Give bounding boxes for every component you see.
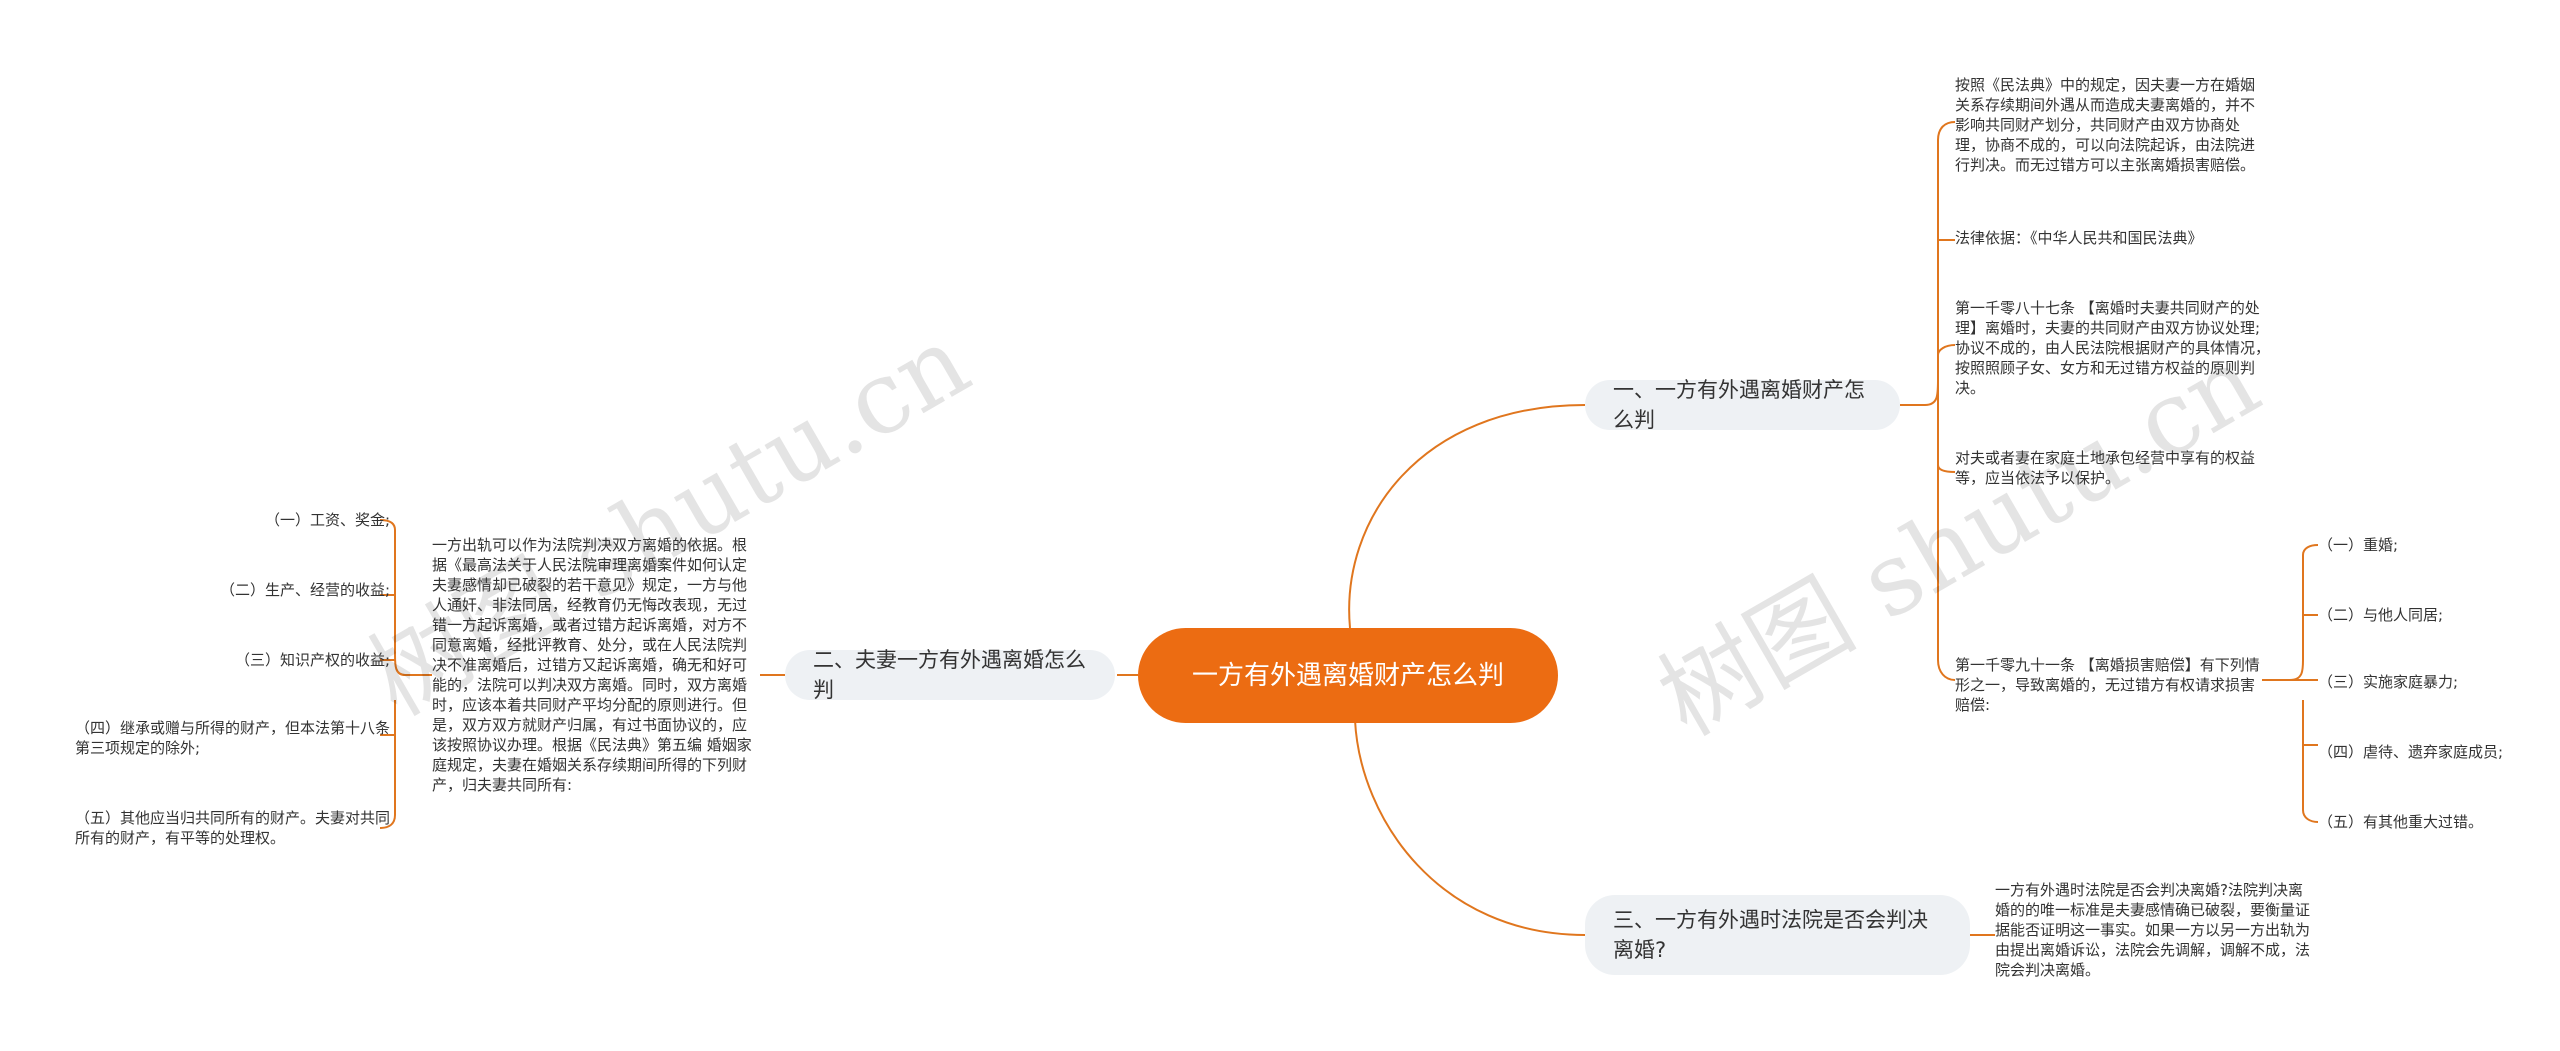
branch-2-topic[interactable]: 二、夫妻一方有外遇离婚怎么判 — [785, 648, 1115, 702]
item-domestic-violence[interactable]: （三）实施家庭暴力; — [2318, 673, 2459, 691]
leaf-civil-code-rule[interactable]: 按照《民法典》中的规定，因夫妻一方在婚姻关系存续期间外遇从而造成夫妻离婚的，并不… — [1955, 76, 2256, 174]
branch-2-label: 二、夫妻一方有外遇离婚怎么判 — [813, 648, 1086, 702]
leaf-legal-basis[interactable]: 法律依据：《中华人民共和国民法典》 — [1955, 229, 2203, 247]
item-abuse-abandonment[interactable]: （四）虐待、遗弃家庭成员; — [2318, 743, 2504, 761]
item-wages-bonus[interactable]: （一）工资、奖金; — [264, 511, 390, 529]
item-production-income[interactable]: （二）生产、经营的收益; — [219, 581, 390, 599]
item-cohabitation[interactable]: （二）与他人同居; — [2318, 606, 2444, 624]
root-topic[interactable]: 一方有外遇离婚财产怎么判 — [1138, 628, 1558, 723]
item-other-fault[interactable]: （五）有其他重大过错。 — [2318, 813, 2484, 831]
leaf-article-1087[interactable]: 第一千零八十七条 【离婚时夫妻共同财产的处理】离婚时，夫妻的共同财产由双方协议处… — [1955, 299, 2271, 397]
leaf-affair-divorce-basis[interactable]: 一方出轨可以作为法院判决双方离婚的依据。根据《最高法关于人民法院审理离婚案件如何… — [432, 536, 752, 794]
leaf-article-1091[interactable]: 第一千零九十一条 【离婚损害赔偿】有下列情形之一，导致离婚的，无过错方有权请求损… — [1955, 656, 2260, 714]
leaf-court-divorce-standard[interactable]: 一方有外遇时法院是否会判决离婚?法院判决离婚的的唯一标准是夫妻感情确已破裂，要衡… — [1995, 881, 2311, 979]
item-inheritance-gift[interactable]: （四）继承或赠与所得的财产，但本法第十八条第三项规定的除外; — [75, 719, 391, 757]
item-other-common-property[interactable]: （五）其他应当归共同所有的财产。夫妻对共同所有的财产，有平等的处理权。 — [75, 809, 391, 847]
root-topic-label: 一方有外遇离婚财产怎么判 — [1191, 660, 1504, 691]
branch-3-label: 三、一方有外遇时法院是否会判决离婚? — [1613, 908, 1928, 962]
item-bigamy[interactable]: （一）重婚; — [2318, 536, 2399, 554]
item-ip-income[interactable]: （三）知识产权的收益; — [234, 651, 390, 669]
branch-1-topic[interactable]: 一、一方有外遇离婚财产怎么判 — [1585, 378, 1900, 432]
branch-1-label: 一、一方有外遇离婚财产怎么判 — [1613, 378, 1865, 432]
branch-3-topic[interactable]: 三、一方有外遇时法院是否会判决离婚? — [1585, 895, 1970, 975]
leaf-land-contract-rights[interactable]: 对夫或者妻在家庭土地承包经营中享有的权益等，应当依法予以保护。 — [1955, 449, 2256, 487]
